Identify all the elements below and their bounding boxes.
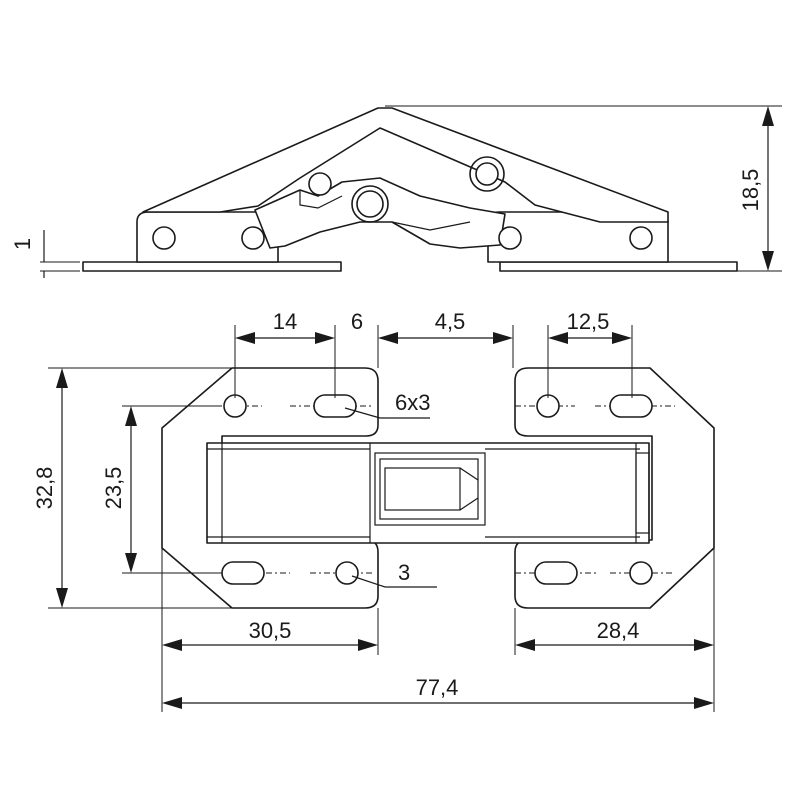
link-block-inner: [379, 458, 479, 520]
pivot-hole: [629, 226, 653, 250]
right-base-plate: [499, 261, 738, 272]
hinge-body: [206, 442, 650, 544]
arrowhead: [56, 588, 68, 608]
arrowhead: [493, 332, 513, 344]
mounting-slot: [221, 561, 265, 585]
dim-overall-length: 77,4: [416, 675, 459, 700]
dim-left-plate-width: 30,5: [249, 618, 292, 643]
dim-side-thickness: 1: [10, 238, 35, 250]
arrowhead: [162, 639, 182, 651]
mounting-slot: [534, 561, 578, 585]
pivot-hole: [498, 226, 522, 250]
dim-hole-vertical-spacing: 23,5: [101, 467, 126, 510]
side-view: 18,5 1: [10, 105, 782, 278]
pivot-hole: [475, 162, 499, 186]
callout-hole: 3: [398, 560, 410, 585]
upper-arm: [142, 107, 669, 223]
arrowhead: [315, 332, 335, 344]
mounting-hole: [629, 561, 653, 585]
arrowhead: [358, 639, 378, 651]
arrowhead: [56, 368, 68, 388]
arrowhead: [694, 697, 714, 709]
arrowhead: [235, 332, 255, 344]
arrowhead: [612, 332, 632, 344]
pivot-hole: [152, 226, 176, 250]
arrowhead: [548, 332, 568, 344]
dim-side-height: 18,5: [738, 169, 763, 212]
mounting-hole: [536, 394, 560, 418]
mounting-hole: [335, 561, 359, 585]
dim-plate-height: 32,8: [32, 467, 57, 510]
dim-slot-spacing-left: 14: [273, 309, 297, 334]
dim-slot-offset: 6: [351, 309, 363, 334]
pivot-hole: [241, 226, 265, 250]
arrowhead: [762, 251, 774, 271]
mounting-slot: [609, 394, 653, 418]
pivot-ring: [469, 156, 505, 192]
leader-line: [351, 575, 386, 588]
left-base-plate: [82, 261, 342, 272]
leader-line: [344, 407, 381, 419]
link-detail: [459, 467, 479, 481]
mounting-slot: [313, 394, 357, 418]
link-detail-2: [391, 221, 471, 231]
arrowhead: [378, 332, 398, 344]
dim-right-plate-width: 28,4: [597, 618, 640, 643]
pivot-hole: [308, 172, 332, 196]
link-slot: [384, 467, 461, 511]
arrowhead: [515, 639, 535, 651]
link-block: [374, 452, 486, 526]
pivot-hole: [356, 190, 384, 218]
arrowhead: [762, 106, 774, 126]
arrowhead: [694, 639, 714, 651]
dim-gap: 4,5: [435, 309, 466, 334]
callout-slot: 6x3: [395, 390, 430, 415]
arrowhead: [125, 553, 137, 573]
link-detail: [299, 190, 343, 209]
pivot-ring: [351, 185, 389, 223]
mounting-hole: [223, 394, 247, 418]
arrowhead: [125, 406, 137, 426]
top-view: 14 6 4,5 12,5 6x3 3 32,8 23,5: [32, 309, 715, 712]
body-end: [635, 452, 650, 534]
arrowhead: [162, 697, 182, 709]
dim-slot-spacing-right: 12,5: [567, 309, 610, 334]
link-detail: [459, 497, 479, 511]
